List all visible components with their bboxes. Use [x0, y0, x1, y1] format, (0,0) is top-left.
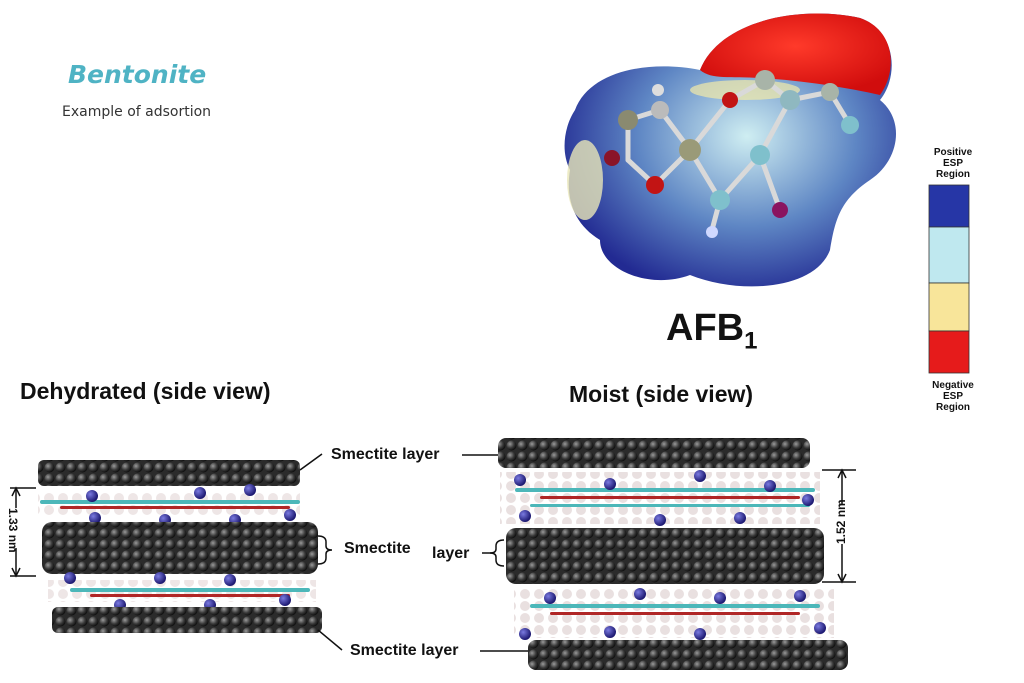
moist-structure [462, 438, 856, 670]
esp-positive-line-2: ESP [942, 158, 963, 169]
esp-color-legend [928, 184, 970, 374]
molecule-label-subscript: 1 [744, 327, 758, 355]
molecule-label-main: AFB [666, 307, 745, 349]
dehydrated-spacing-label: 1.33 nm [4, 508, 20, 553]
dehydrated-title: Dehydrated (side view) [20, 378, 271, 404]
afb1-molecule-surface [564, 13, 897, 287]
molecule-label: AFB1 [666, 307, 757, 356]
page-subtitle: Example of adsortion [62, 104, 212, 120]
esp-positive-line-3: Region [936, 169, 970, 180]
esp-positive-line-1: Positive [933, 147, 973, 158]
esp-negative-line-1: Negative [932, 380, 974, 391]
smectite-layer-label-bottom: Smectite layer [350, 642, 459, 659]
esp-negative-label: Negative ESP Region [918, 380, 988, 413]
page-title: Bentonite [68, 60, 207, 89]
esp-positive-label: Positive ESP Region [918, 147, 988, 180]
dehydrated-structure [10, 453, 343, 651]
layer-label-middle: layer [432, 545, 470, 562]
moist-title: Moist (side view) [569, 381, 754, 407]
smectite-label-middle: Smectite [344, 540, 411, 557]
esp-negative-line-2: ESP [942, 391, 963, 402]
smectite-layer-label-top: Smectite layer [331, 446, 440, 463]
esp-negative-line-3: Region [936, 402, 970, 413]
moist-spacing-label: 1.52 nm [834, 499, 850, 544]
